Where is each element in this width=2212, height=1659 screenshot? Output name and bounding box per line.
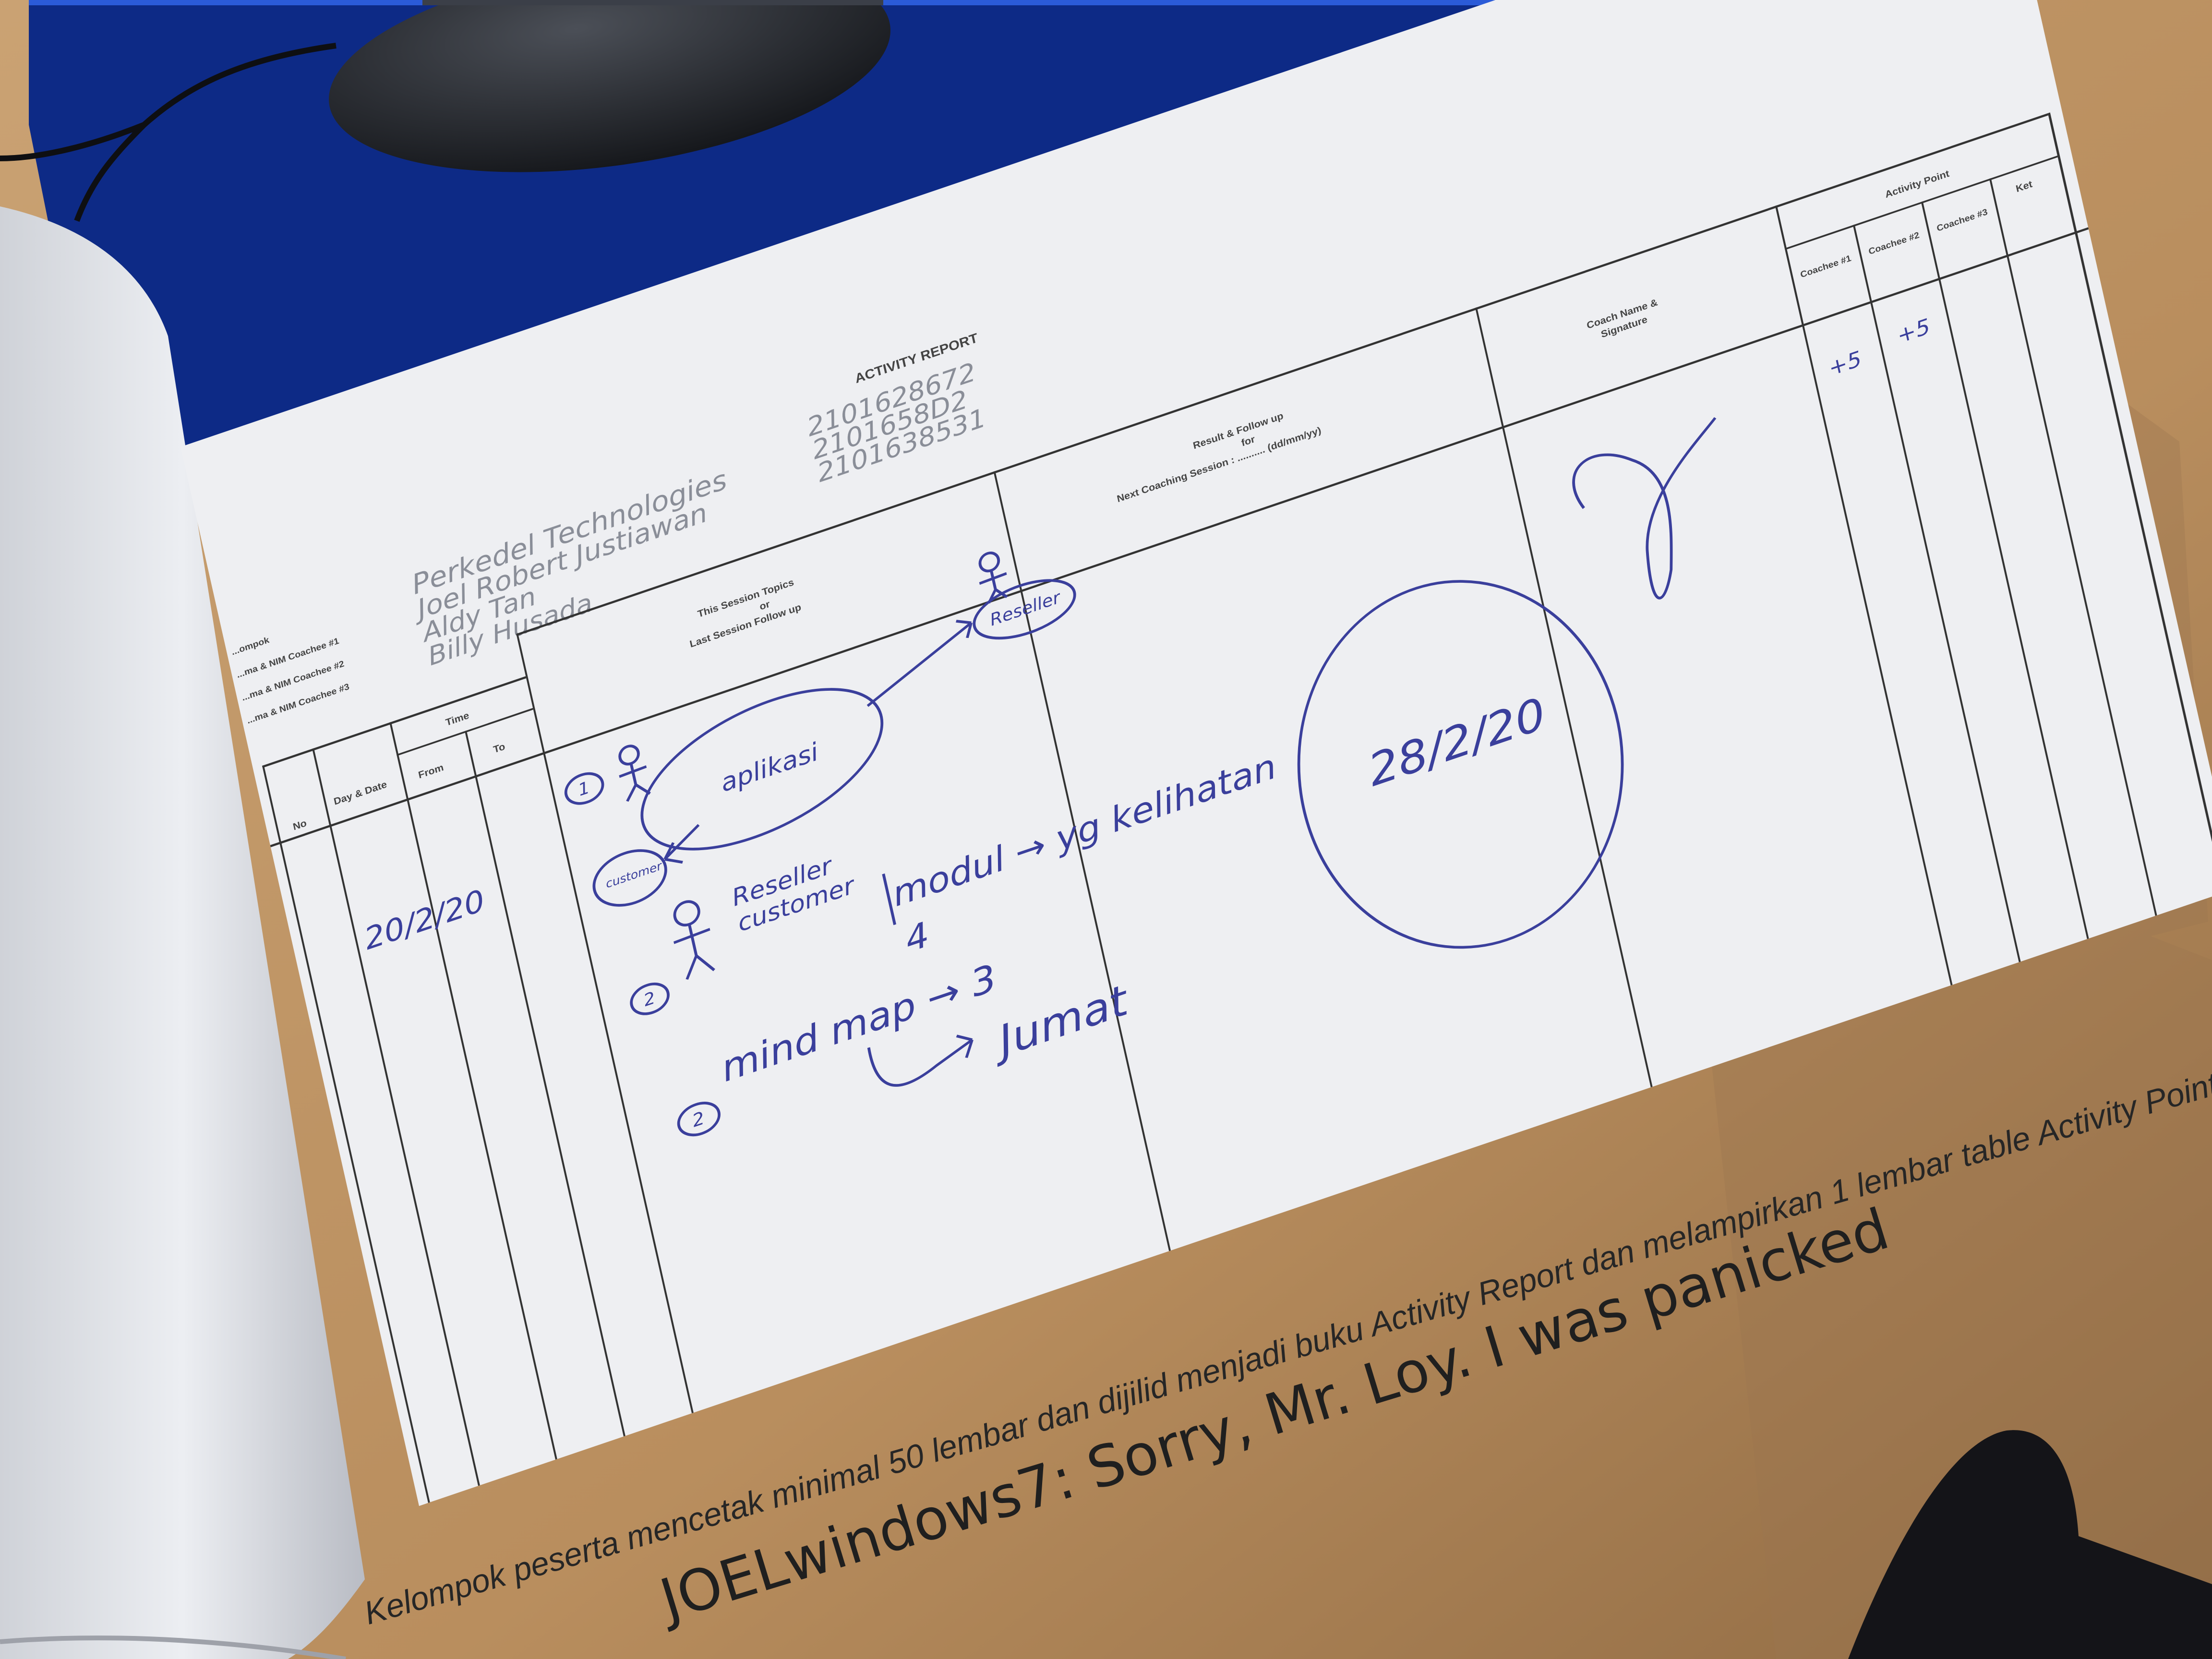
stick-figure-2-icon: [673, 900, 715, 980]
mouse-cable: [0, 43, 337, 222]
stick-figure-3-icon: [978, 552, 1008, 604]
marker-circle-2: [630, 982, 670, 1015]
ink-drawings: [564, 417, 1717, 1137]
chair-back: [1848, 1430, 2212, 1659]
stick-figure-1-icon: [618, 745, 651, 802]
arrow-to-customer: [663, 824, 700, 864]
marker-circle-1: [564, 772, 604, 805]
left-page-curl: [0, 206, 365, 1659]
computer-mouse: [329, 0, 890, 172]
arrow-to-reseller: [866, 620, 973, 707]
customer-circle: [592, 849, 667, 907]
activity-report-sheet: ACTIVITY REPORT ...ompok ...ma & NIM Coa…: [180, 0, 2212, 1506]
bracket-line: [882, 873, 896, 926]
hook-arrow: [867, 1034, 974, 1087]
marker-circle-3: [677, 1102, 721, 1137]
next-date-circle: [1297, 580, 1624, 949]
aplikasi-oval: [640, 688, 884, 851]
reseller-circle: [973, 579, 1076, 640]
coach-signature: [1572, 417, 1717, 600]
